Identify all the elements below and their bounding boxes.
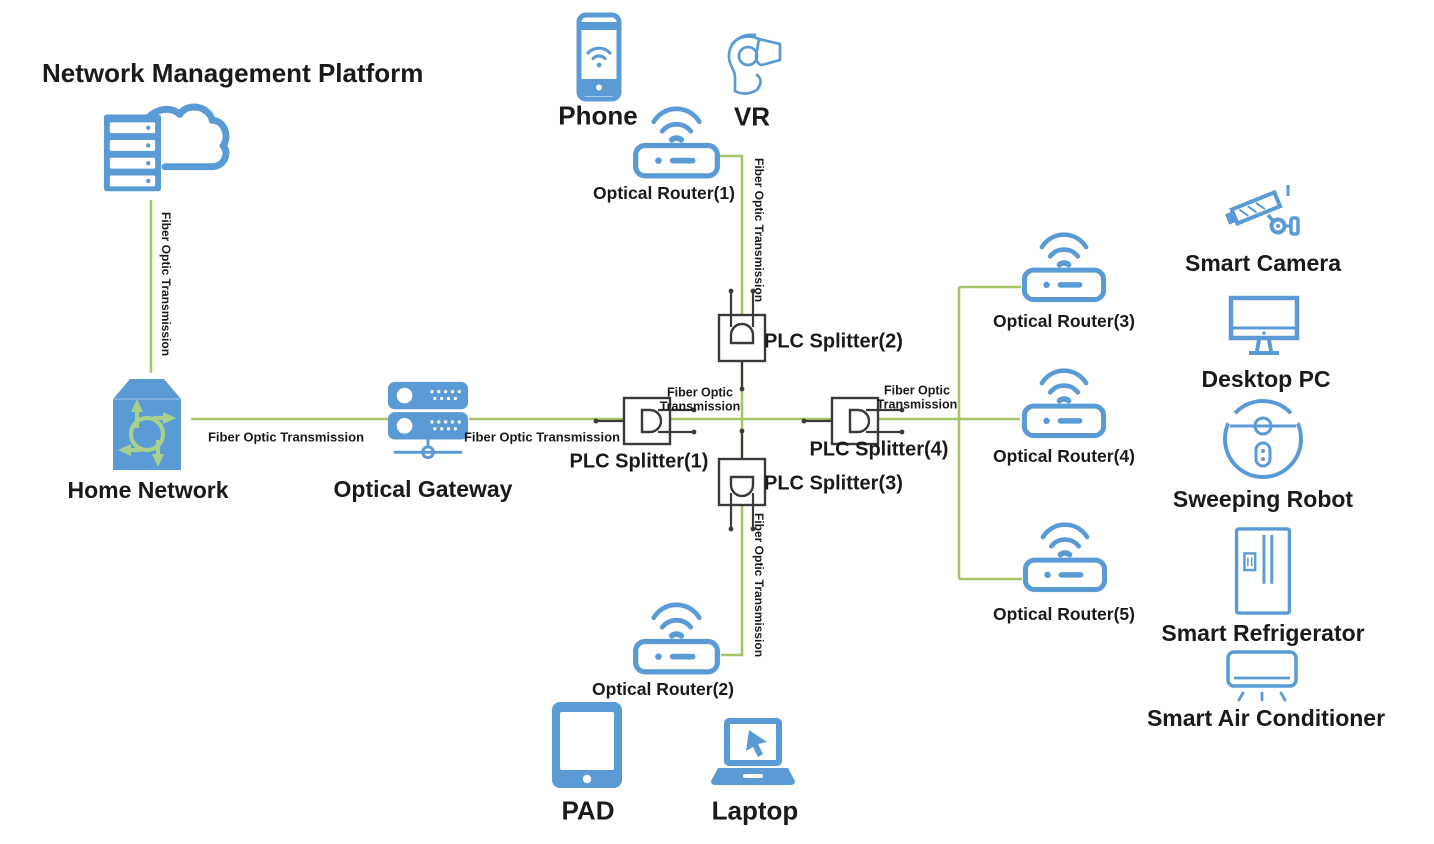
optical-gateway-icon xyxy=(387,381,469,460)
plc-splitter-1-label: PLC Splitter(1) xyxy=(569,450,709,473)
smart-air-conditioner-icon xyxy=(1226,650,1298,702)
smart-refrigerator-icon xyxy=(1234,527,1292,615)
link-router1-router2-vertical xyxy=(716,154,744,657)
server-cloud-icon xyxy=(103,103,230,192)
plc-splitter-3-icon xyxy=(717,428,767,532)
laptop-label: Laptop xyxy=(711,795,799,826)
optical-router-5-label: Optical Router(5) xyxy=(993,603,1135,624)
plc-splitter-1-icon xyxy=(593,396,697,446)
pad-icon xyxy=(552,702,622,788)
fiber-label-center-left: Fiber Optic Transmission xyxy=(659,385,741,413)
fiber-label-router1-vertical: Fiber Optic Transmission xyxy=(752,158,766,303)
optical-router-4-label: Optical Router(4) xyxy=(993,445,1135,466)
sweeping-robot-icon xyxy=(1223,399,1303,479)
optical-gateway-label: Optical Gateway xyxy=(333,475,513,502)
home-network-label: Home Network xyxy=(67,476,229,503)
smart-camera-icon xyxy=(1225,185,1300,236)
optical-router-2-label: Optical Router(2) xyxy=(592,678,734,699)
phone-label: Phone xyxy=(558,100,638,131)
optical-router-1-label: Optical Router(1) xyxy=(593,182,735,203)
fiber-label-home-gateway: Fiber Optic Transmission xyxy=(207,429,365,445)
plc-splitter-4-icon xyxy=(801,396,905,446)
plc-splitter-3-label: PLC Splitter(3) xyxy=(764,472,903,495)
smart-refrigerator-label: Smart Refrigerator xyxy=(1161,619,1365,646)
optical-router-1-icon xyxy=(633,106,720,179)
fiber-label-nmp-home: Fiber Optic Transmission xyxy=(159,212,173,357)
plc-splitter-4-label: PLC Splitter(4) xyxy=(809,438,949,461)
home-network-icon xyxy=(113,379,181,470)
optical-router-3-label: Optical Router(3) xyxy=(993,310,1135,331)
vr-headset-icon xyxy=(727,33,782,95)
desktop-pc-icon xyxy=(1228,295,1300,355)
smart-air-conditioner-label: Smart Air Conditioner xyxy=(1146,704,1386,731)
vr-label: VR xyxy=(733,101,771,132)
optical-router-5-icon xyxy=(1022,522,1108,593)
smart-camera-label: Smart Camera xyxy=(1185,249,1341,276)
pad-label: PAD xyxy=(561,795,615,826)
optical-router-2-icon xyxy=(633,602,720,675)
plc-splitter-2-label: PLC Splitter(2) xyxy=(764,330,903,353)
plc-splitter-2-icon xyxy=(717,288,767,392)
sweeping-robot-label: Sweeping Robot xyxy=(1172,485,1354,512)
fiber-label-gateway-splitter1: Fiber Optic Transmission xyxy=(463,429,621,445)
laptop-icon xyxy=(711,718,795,785)
optical-router-4-icon xyxy=(1021,368,1107,439)
optical-router-3-icon xyxy=(1021,232,1107,303)
fiber-label-router2-vertical: Fiber Optic Transmission xyxy=(752,513,766,658)
desktop-pc-label: Desktop PC xyxy=(1201,365,1331,392)
fiber-label-center-right: Fiber Optic Transmission xyxy=(876,383,958,411)
phone-icon xyxy=(576,12,622,102)
page-title: Network Management Platform xyxy=(42,58,424,88)
